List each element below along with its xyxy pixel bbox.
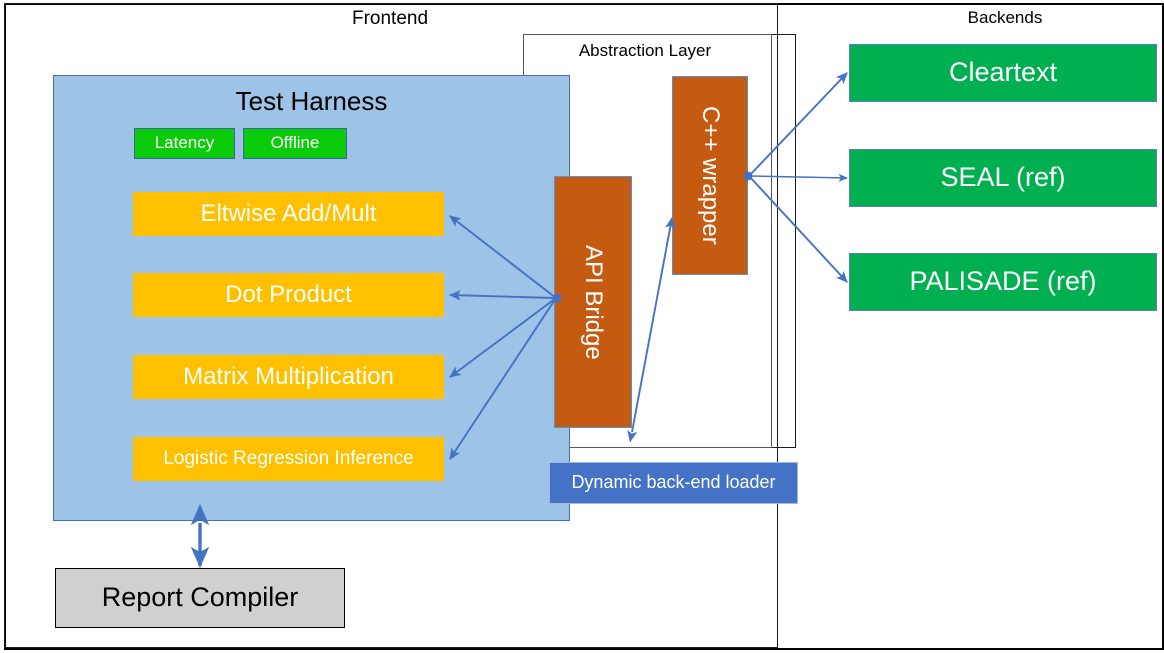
badge-offline[interactable]: Offline <box>243 128 347 159</box>
operation-matrix-multiplication[interactable]: Matrix Multiplication <box>133 355 444 399</box>
badge-latency[interactable]: Latency <box>134 128 235 159</box>
operation-logistic-regression-inference[interactable]: Logistic Regression Inference <box>133 437 444 481</box>
operation-eltwise-add-mult[interactable]: Eltwise Add/Mult <box>133 192 444 236</box>
backends-caption: Backends <box>967 8 1043 27</box>
api-bridge-box[interactable]: API Bridge <box>554 176 632 428</box>
cpp-wrapper-label: C++ wrapper <box>697 106 725 245</box>
backend-seal-ref[interactable]: SEAL (ref) <box>849 149 1157 207</box>
frontend-caption: Frontend <box>351 8 429 29</box>
backend-palisade-ref[interactable]: PALISADE (ref) <box>849 253 1157 311</box>
outer-frame <box>4 3 1164 650</box>
api-bridge-label: API Bridge <box>580 244 608 360</box>
operation-dot-product[interactable]: Dot Product <box>133 273 444 317</box>
report-compiler-box[interactable]: Report Compiler <box>55 568 345 628</box>
frontend-frame <box>4 3 778 648</box>
abstraction-layer-caption: Abstraction Layer <box>578 41 712 60</box>
cpp-wrapper-box[interactable]: C++ wrapper <box>672 76 748 275</box>
backend-cleartext[interactable]: Cleartext <box>849 44 1157 102</box>
test-harness-title: Test Harness <box>235 86 388 116</box>
dynamic-backend-loader[interactable]: Dynamic back-end loader <box>549 462 798 504</box>
